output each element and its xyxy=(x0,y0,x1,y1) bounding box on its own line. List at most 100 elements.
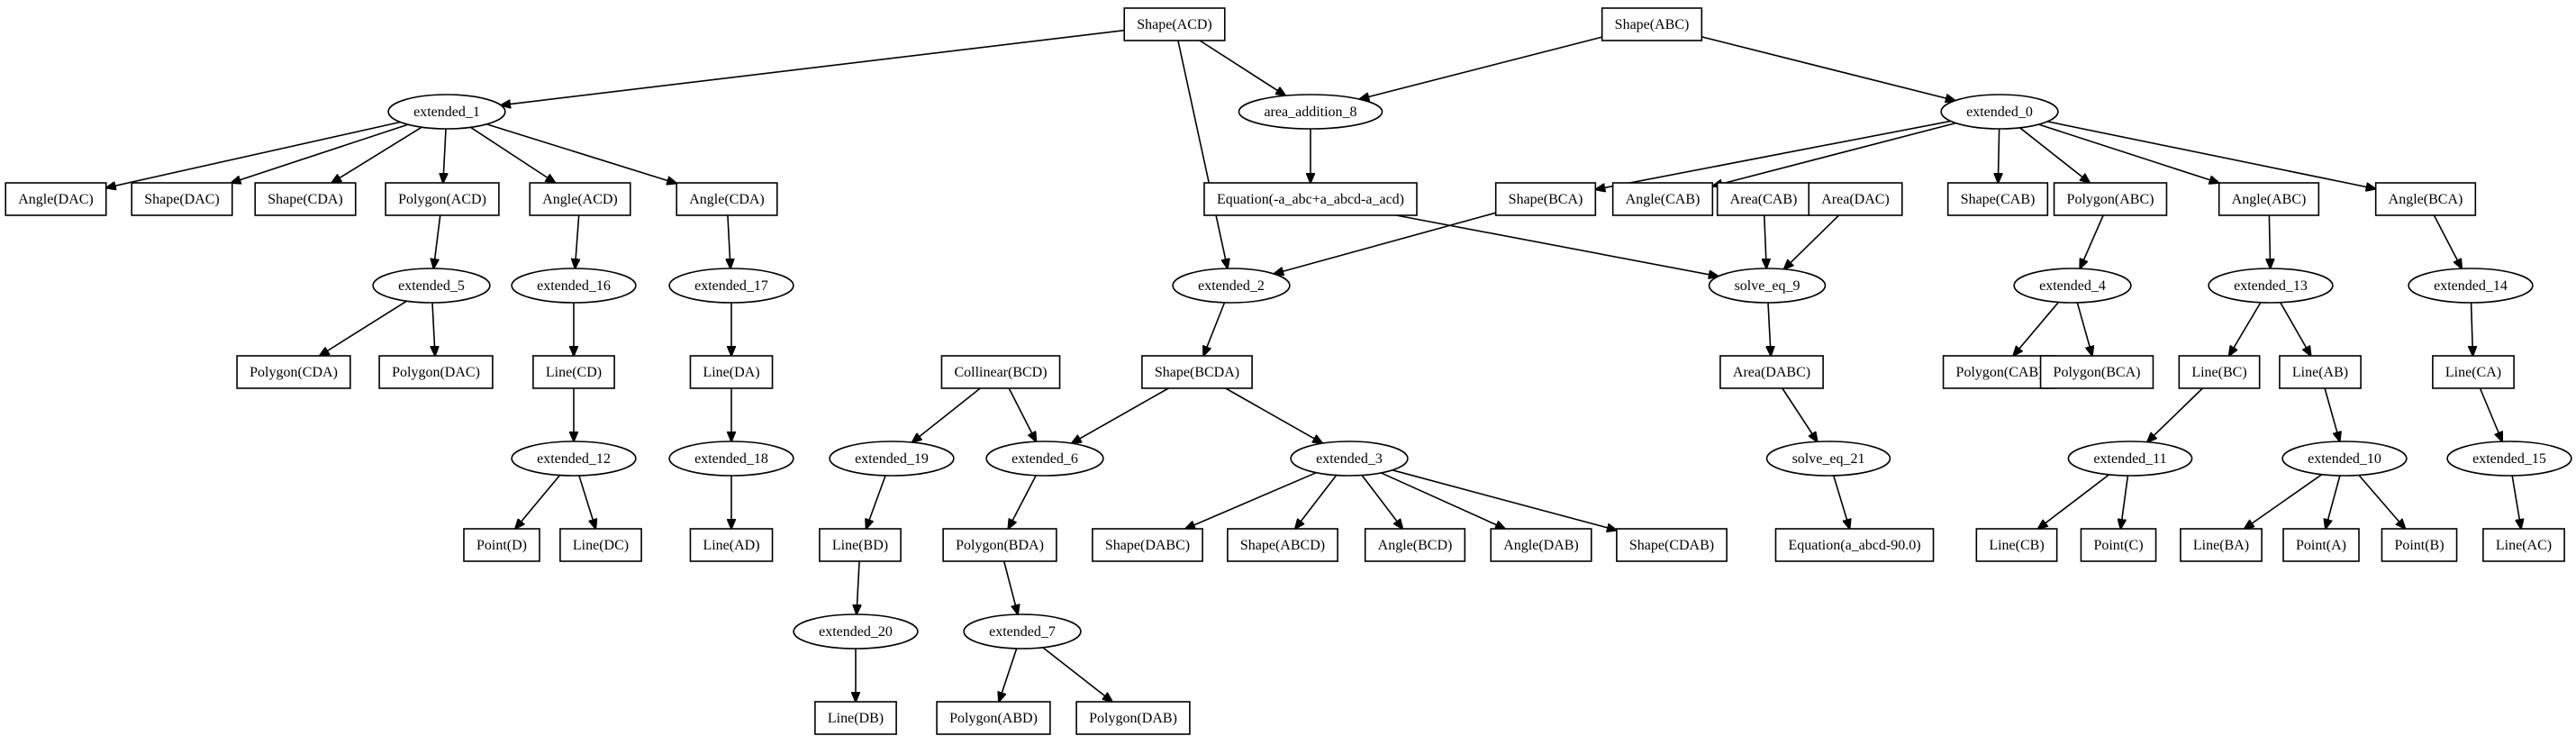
node-ellipse xyxy=(2013,268,2132,304)
node-label: Angle(CAB) xyxy=(1626,192,1701,207)
edge-shape_acd-to-area_addition_8 xyxy=(1199,40,1285,95)
edge-extended_14-to-line_ca xyxy=(2472,302,2473,356)
node-shape_dac: Shape(DAC) xyxy=(131,182,233,216)
edge-solve_eq_9-to-area_dabc xyxy=(1768,302,1771,356)
node-label: Line(BA) xyxy=(2193,538,2249,553)
node-label: Polygon(ABD) xyxy=(949,711,1038,726)
node-label: extended_0 xyxy=(1966,104,2033,120)
node-box xyxy=(2218,182,2320,216)
node-box xyxy=(689,355,774,389)
node-box xyxy=(2039,355,2154,389)
node-angle_cab: Angle(CAB) xyxy=(1611,182,1714,216)
node-line_db: Line(DB) xyxy=(814,701,897,735)
node-box xyxy=(1123,7,1226,41)
node-ellipse xyxy=(511,441,637,477)
node-label: Polygon(CAB) xyxy=(1956,365,2044,380)
node-area_dac: Area(DAC) xyxy=(1808,182,1903,216)
edge-extended_0-to-polygon_abc xyxy=(2019,127,2091,183)
edge-area_cab-to-solve_eq_9 xyxy=(1764,214,1766,268)
node-line_ad: Line(AD) xyxy=(689,528,774,562)
edge-shape_abc-to-area_addition_8 xyxy=(1359,36,1602,99)
edge-extended_7-to-polygon_abd xyxy=(999,648,1018,702)
node-polygon_dab: Polygon(DAB) xyxy=(1075,701,1191,735)
edge-line_ab-to-extended_10 xyxy=(2324,387,2340,441)
edge-extended_10-to-point_a xyxy=(2326,475,2341,529)
node-extended_15: extended_15 xyxy=(2446,441,2572,477)
node-box xyxy=(385,182,500,216)
node-ellipse xyxy=(387,94,506,130)
node-box xyxy=(2279,355,2362,389)
node-label: Point(C) xyxy=(2093,538,2143,553)
node-label: Point(A) xyxy=(2296,538,2346,553)
node-extended_18: extended_18 xyxy=(668,441,794,477)
node-label: extended_14 xyxy=(2434,278,2508,294)
node-label: extended_4 xyxy=(2039,278,2106,294)
node-label: Polygon(BCA) xyxy=(2054,365,2141,380)
node-shape_cdab: Shape(CDAB) xyxy=(1616,528,1728,562)
node-ellipse xyxy=(668,441,794,477)
edge-extended_3-to-shape_abcd xyxy=(1295,475,1338,529)
node-angle_bcd: Angle(BCD) xyxy=(1364,528,1466,562)
node-point_d: Point(D) xyxy=(463,528,540,562)
edge-extended_0-to-shape_bca xyxy=(1595,120,1951,189)
node-ellipse xyxy=(1172,268,1291,304)
edge-angle_acd-to-extended_16 xyxy=(575,214,578,268)
node-ellipse xyxy=(1238,94,1383,130)
node-ellipse xyxy=(1940,94,2059,130)
edge-shape_bcda-to-extended_6 xyxy=(1072,387,1169,443)
node-area_cab: Area(CAB) xyxy=(1716,182,1811,216)
node-box xyxy=(942,528,1057,562)
node-box xyxy=(2381,528,2458,562)
edge-shape_acd-to-extended_1 xyxy=(501,29,1125,105)
node-area_addition_8: area_addition_8 xyxy=(1238,94,1383,130)
node-box xyxy=(2053,182,2168,216)
node-label: Line(CB) xyxy=(1989,538,2044,553)
edge-extended_11-to-point_c xyxy=(2120,475,2129,529)
node-box xyxy=(1601,7,1703,41)
node-label: Shape(DABC) xyxy=(1105,538,1190,553)
node-polygon_abc: Polygon(ABC) xyxy=(2053,182,2168,216)
edge-extended_3-to-angle_bcd xyxy=(1361,475,1402,529)
edge-extended_10-to-line_ba xyxy=(2245,474,2323,529)
edge-extended_12-to-line_dc xyxy=(578,475,595,529)
node-label: solve_eq_21 xyxy=(1792,451,1865,467)
node-polygon_bca: Polygon(BCA) xyxy=(2039,355,2154,389)
node-line_cd: Line(CD) xyxy=(532,355,615,389)
node-box xyxy=(463,528,540,562)
node-label: Angle(ABC) xyxy=(2232,192,2307,207)
node-box xyxy=(2080,528,2157,562)
node-point_b: Point(B) xyxy=(2381,528,2458,562)
node-collinear_bcd: Collinear(BCD) xyxy=(940,355,1061,389)
edge-shape_abc-to-extended_0 xyxy=(1701,36,1955,101)
edge-extended_4-to-polygon_cab xyxy=(2013,301,2060,356)
node-ellipse xyxy=(793,613,919,650)
node-box xyxy=(2432,355,2515,389)
node-line_ba: Line(BA) xyxy=(2180,528,2263,562)
node-label: Line(DC) xyxy=(573,538,629,553)
node-extended_20: extended_20 xyxy=(793,613,919,650)
node-label: Shape(ACD) xyxy=(1137,17,1212,32)
node-box xyxy=(1942,355,2057,389)
edge-extended_11-to-line_cb xyxy=(2038,474,2110,529)
node-point_a: Point(A) xyxy=(2282,528,2360,562)
edge-extended_19-to-line_bd xyxy=(866,475,886,529)
node-box xyxy=(676,182,778,216)
node-ellipse xyxy=(668,268,794,304)
edge-extended_0-to-angle_bca xyxy=(2046,121,2376,189)
node-line_cb: Line(CB) xyxy=(1975,528,2058,562)
node-label: Shape(ABC) xyxy=(1615,17,1690,32)
node-ellipse xyxy=(2067,441,2193,477)
node-label: Line(DB) xyxy=(828,711,884,726)
edge-extended_5-to-polygon_cda xyxy=(320,300,407,356)
edge-line_bc-to-extended_11 xyxy=(2147,387,2203,442)
edge-collinear_bcd-to-extended_19 xyxy=(912,387,981,442)
node-ellipse xyxy=(2208,268,2334,304)
node-box xyxy=(936,701,1051,735)
node-label: Point(D) xyxy=(476,538,527,553)
node-label: extended_10 xyxy=(2308,451,2381,467)
node-extended_7: extended_7 xyxy=(963,613,1082,650)
node-box xyxy=(2180,528,2263,562)
node-label: extended_17 xyxy=(694,278,768,294)
node-label: Line(AC) xyxy=(2496,538,2552,553)
node-label: Shape(CDA) xyxy=(268,192,343,207)
